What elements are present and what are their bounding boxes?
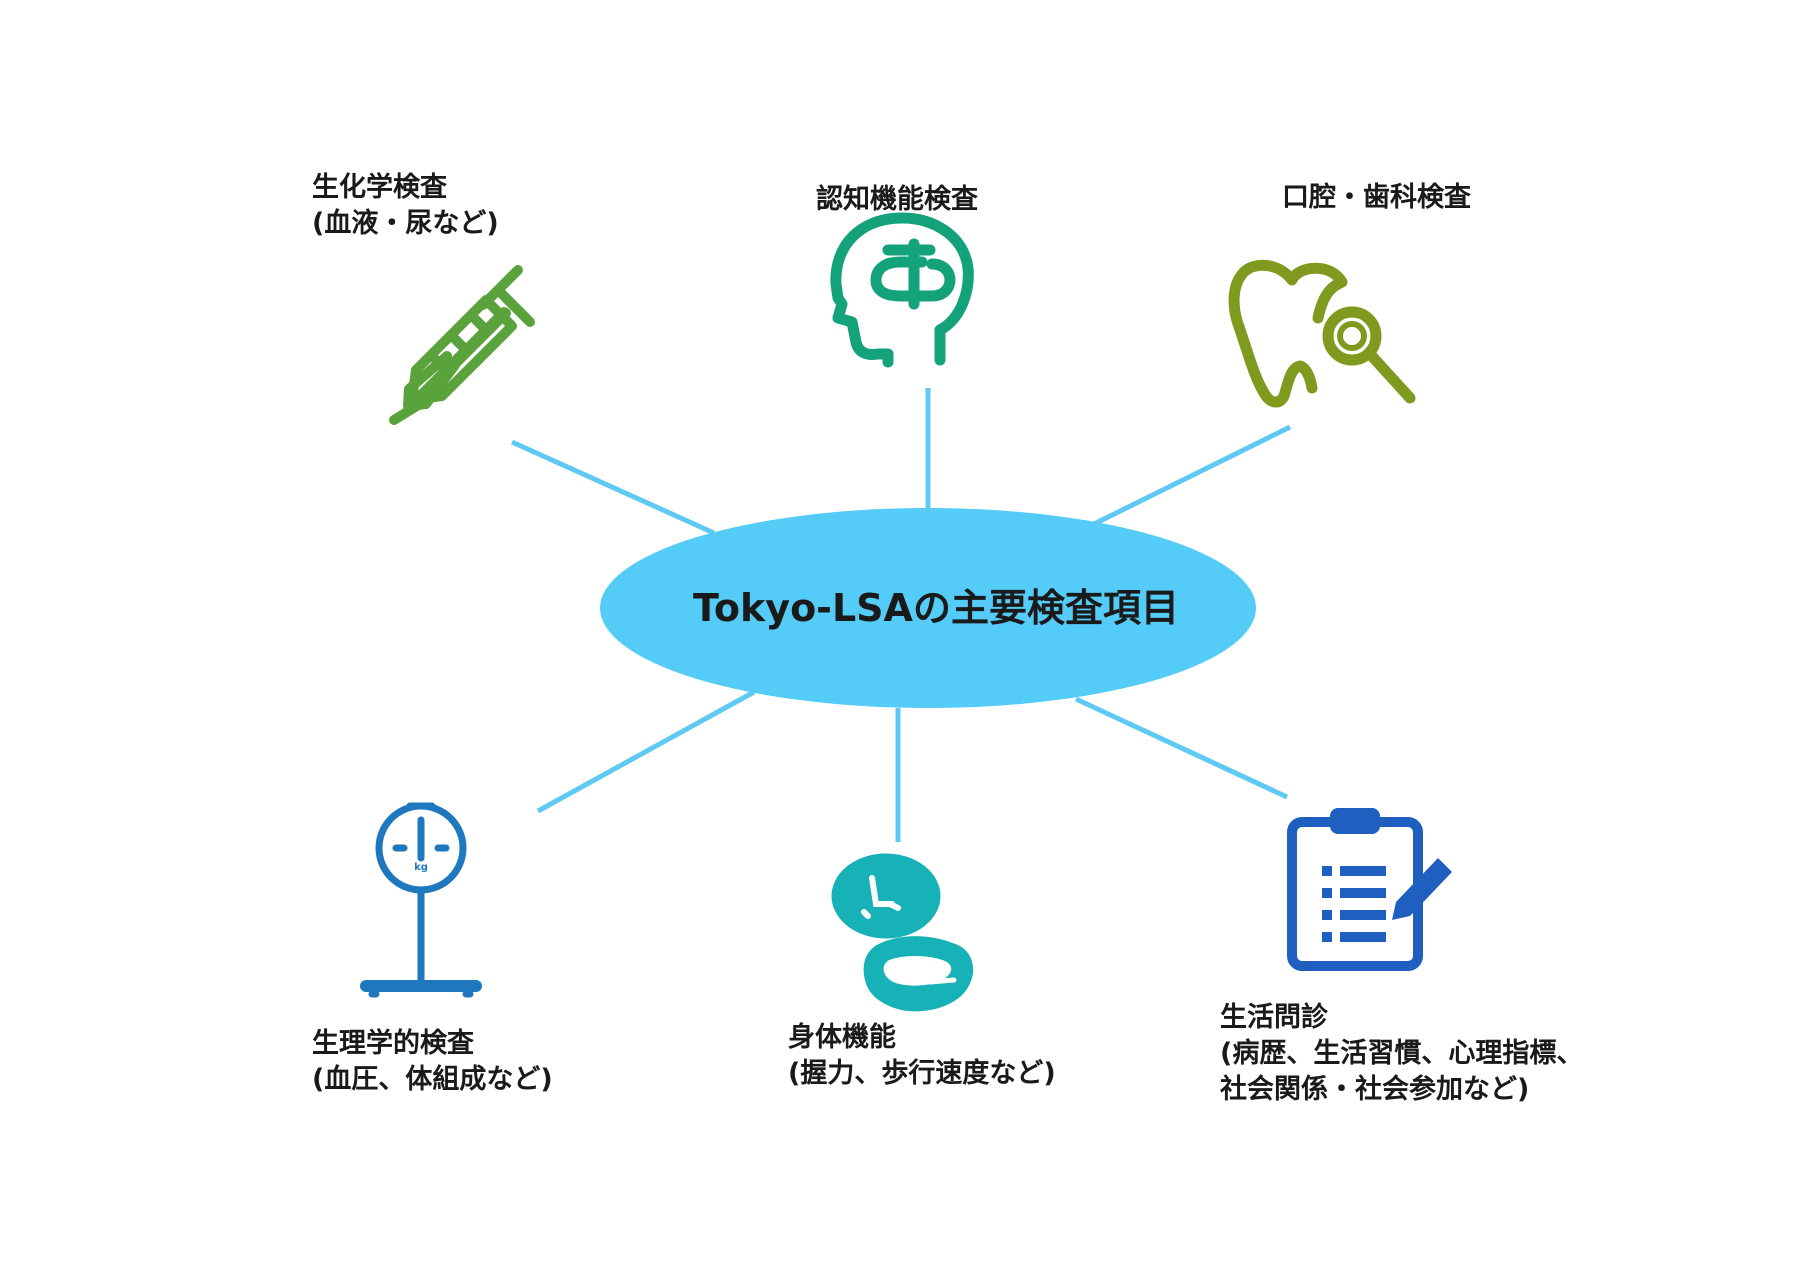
label-lifestyle-interview: 生活問診 (病歴、生活習慣、心理指標、 社会関係・社会参加など) xyxy=(1220,1000,1583,1108)
label-oral-dental: 口腔・歯科検査 xyxy=(1282,180,1471,216)
label-line: 口腔・歯科検査 xyxy=(1282,182,1471,213)
label-line: 社会関係・社会参加など) xyxy=(1220,1074,1530,1105)
weight-scale-icon: kg xyxy=(360,802,482,998)
connector-line xyxy=(536,689,756,814)
connector-lines xyxy=(510,388,1292,842)
label-line: 生化学検査 xyxy=(312,172,447,203)
tooth-magnifier-icon xyxy=(1228,259,1416,408)
label-line: 認知機能検査 xyxy=(816,184,978,215)
label-line: 身体機能 xyxy=(788,1022,896,1053)
label-line: 生活問診 xyxy=(1220,1002,1328,1033)
clipboard-checklist-icon xyxy=(1287,808,1452,971)
label-biochemistry: 生化学検査 (血液・尿など) xyxy=(312,170,499,242)
label-line: (血圧、体組成など) xyxy=(312,1064,553,1095)
connector-line xyxy=(1074,696,1289,800)
label-line: (握力、歩行速度など) xyxy=(788,1058,1056,1089)
label-line: 生理学的検査 xyxy=(312,1028,474,1059)
syringe-icon xyxy=(389,265,535,425)
label-physiology: 生理学的検査 (血圧、体組成など) xyxy=(312,1026,553,1098)
center-title: Tokyo-LSAの主要検査項目 xyxy=(693,586,1179,630)
label-line: (病歴、生活習慣、心理指標、 xyxy=(1220,1038,1584,1069)
center-ellipse xyxy=(600,508,1256,708)
kg-mark: kg xyxy=(414,862,428,873)
stopwatch-grip-icon xyxy=(831,853,974,1012)
label-cognitive: 認知機能検査 xyxy=(816,182,978,218)
connector-line xyxy=(1092,424,1292,527)
label-physical-function: 身体機能 (握力、歩行速度など) xyxy=(788,1020,1056,1092)
connector-line xyxy=(510,439,716,536)
head-brain-icon xyxy=(830,212,974,368)
label-line: (血液・尿など) xyxy=(312,208,499,239)
